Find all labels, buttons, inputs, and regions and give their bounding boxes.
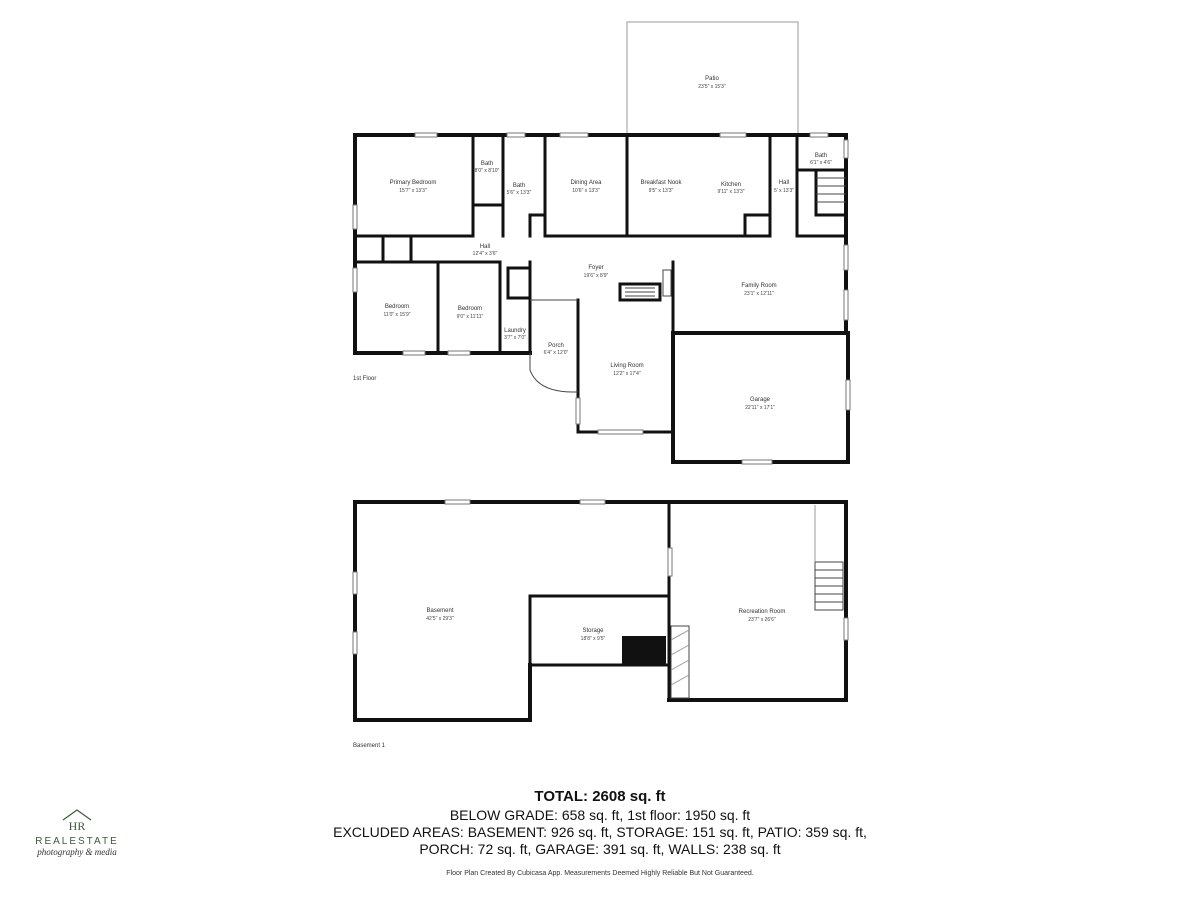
basement-fireplace-icon — [670, 625, 690, 699]
room-dim-garage: 22'11" x 17'1" — [745, 405, 775, 411]
room-dim-bedroom2: 9'0" x 11'11" — [457, 314, 484, 320]
room-dim-bath1: 8'0" x 8'10" — [475, 168, 500, 174]
room-name-bath1: Bath — [481, 161, 493, 167]
logo-brand-text: REALESTATE — [35, 836, 119, 847]
room-name-bath2: Bath — [513, 183, 525, 189]
stairs-upper — [816, 177, 846, 203]
room-name-kitchen: Kitchen — [721, 182, 741, 188]
logo-monogram: HR — [69, 819, 86, 833]
brand-logo: HR REALESTATE photography & media — [22, 808, 132, 872]
room-dim-porch: 6'4" x 12'0" — [544, 350, 569, 356]
first-floor-interior — [353, 133, 848, 393]
room-dim-living: 12'2" x 17'4" — [613, 371, 641, 377]
summary-line-1: BELOW GRADE: 658 sq. ft, 1st floor: 1950… — [449, 807, 751, 823]
room-dim-patio: 23'5" x 15'3" — [698, 84, 726, 90]
room-name-patio: Patio — [705, 76, 719, 82]
room-name-recreation: Recreation Room — [739, 609, 786, 615]
room-labels: Patio 23'5" x 15'3" Primary Bedroom 15'7… — [353, 76, 832, 749]
room-dim-bedroom1: 11'0" x 15'9" — [383, 312, 410, 318]
room-dim-foyer: 19'6" x 8'9" — [584, 273, 609, 279]
room-name-dining: Dining Area — [570, 180, 602, 186]
room-name-breakfast: Breakfast Nook — [640, 180, 682, 186]
room-dim-primary-bedroom: 15'7" x 13'3" — [399, 188, 427, 194]
room-name-hall-upper: Hall — [779, 180, 789, 186]
room-name-basement: Basement — [426, 608, 453, 614]
house-monogram-icon: HR — [62, 809, 92, 833]
room-dim-bath2: 5'6" x 13'3" — [507, 190, 532, 196]
floor-label-basement: Basement 1 — [353, 743, 386, 749]
room-name-garage: Garage — [750, 397, 771, 403]
basement-windows — [352, 499, 849, 655]
patio-outline — [626, 21, 799, 135]
stairs-basement — [814, 505, 844, 611]
room-dim-basement: 42'5" x 29'3" — [426, 616, 454, 622]
room-dim-recreation: 23'7" x 26'6" — [748, 617, 776, 623]
room-name-porch: Porch — [548, 343, 564, 349]
room-dim-bath3: 6'1" x 4'6" — [810, 160, 832, 166]
room-name-primary-bedroom: Primary Bedroom — [390, 180, 437, 186]
room-dim-dining: 10'6" x 13'3" — [572, 188, 600, 194]
room-dim-hall-upper: 5' x 13'3" — [774, 188, 794, 194]
credit-text: Floor Plan Created By Cubicasa App. Meas… — [446, 870, 754, 877]
room-name-bath3: Bath — [815, 153, 827, 159]
room-name-laundry: Laundry — [504, 328, 526, 334]
fireplace-icon — [618, 269, 672, 302]
summary-line-3: PORCH: 72 sq. ft, GARAGE: 391 sq. ft, WA… — [419, 841, 781, 857]
logo-tagline: photography & media — [37, 847, 117, 857]
room-dim-laundry: 3'7" x 7'0" — [504, 335, 526, 341]
floor-label-first: 1st Floor — [353, 376, 376, 382]
room-dim-storage: 18'8" x 9'5" — [581, 636, 606, 642]
room-name-family: Family Room — [741, 283, 776, 289]
room-name-storage: Storage — [582, 628, 604, 634]
room-dim-family: 23'1" x 12'11" — [744, 291, 774, 297]
room-name-bedroom1: Bedroom — [385, 304, 409, 310]
room-name-hall-center: Hall — [480, 244, 490, 250]
room-name-living: Living Room — [610, 363, 643, 369]
summary-line-2: EXCLUDED AREAS: BASEMENT: 926 sq. ft, ST… — [333, 824, 867, 840]
mechanical-block — [622, 636, 666, 665]
summary-total: TOTAL: 2608 sq. ft — [534, 788, 666, 805]
first-floor-windows — [352, 132, 851, 465]
room-dim-hall-center: 12'4" x 3'6" — [473, 251, 498, 257]
room-name-foyer: Foyer — [588, 265, 603, 271]
room-dim-breakfast: 9'5" x 13'3" — [649, 188, 674, 194]
room-name-bedroom2: Bedroom — [458, 306, 482, 312]
room-dim-kitchen: 9'11" x 13'3" — [717, 189, 744, 195]
